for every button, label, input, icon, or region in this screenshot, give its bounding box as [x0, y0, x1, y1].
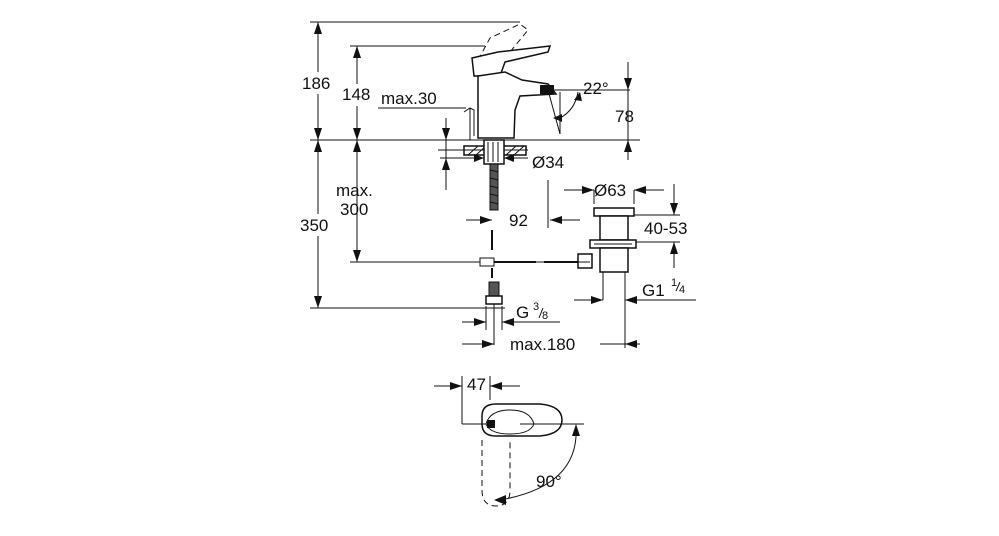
- max30-label: max.30: [381, 89, 437, 108]
- g38-num: 3: [533, 301, 539, 313]
- dim-47-label: 47: [467, 375, 486, 394]
- dim-max-label: max.: [336, 181, 373, 200]
- mounting-assembly: Ø34: [438, 139, 564, 211]
- dim-max180: max.180: [462, 335, 640, 354]
- dim-diameter-34-label: Ø34: [532, 153, 564, 172]
- spout-angle: 22°: [547, 79, 609, 135]
- dim-148-label: 148: [342, 85, 370, 104]
- supply-hose: [479, 230, 578, 345]
- faucet-body: [463, 23, 558, 140]
- dim-300-label: 300: [340, 200, 368, 219]
- dim-max30: max.30: [378, 89, 466, 190]
- dim-148: 148 max. 300: [336, 45, 485, 262]
- dim-diameter-63-label: Ø63: [594, 181, 626, 200]
- g114-base: G1: [642, 281, 665, 300]
- angle-22-label: 22°: [583, 79, 609, 98]
- g114-den: 4: [679, 284, 685, 296]
- max180-label: max.180: [510, 335, 575, 354]
- dim-78-label: 78: [615, 107, 634, 126]
- dim-186: 186: [300, 21, 520, 308]
- dim-diameter-63: Ø63: [564, 181, 664, 200]
- top-view: 47 90°: [434, 375, 584, 507]
- g38-den: 8: [542, 310, 548, 322]
- dim-186-label: 186: [302, 74, 330, 93]
- g114-num: 1: [671, 277, 677, 289]
- dim-g38: G 3 8: [462, 301, 560, 330]
- dim-78: 78: [548, 62, 634, 160]
- dim-92-label: 92: [509, 211, 528, 230]
- g38-base: G: [516, 303, 529, 322]
- angle-90-label: 90°: [536, 472, 562, 491]
- dim-40-53-label: 40-53: [644, 219, 687, 238]
- waste-fitting: [577, 190, 637, 348]
- dim-g114: G1 1 4: [574, 277, 696, 304]
- dim-40-53: 40-53: [634, 184, 687, 268]
- dim-92: 92: [466, 180, 580, 230]
- dim-350-label: 350: [300, 216, 328, 235]
